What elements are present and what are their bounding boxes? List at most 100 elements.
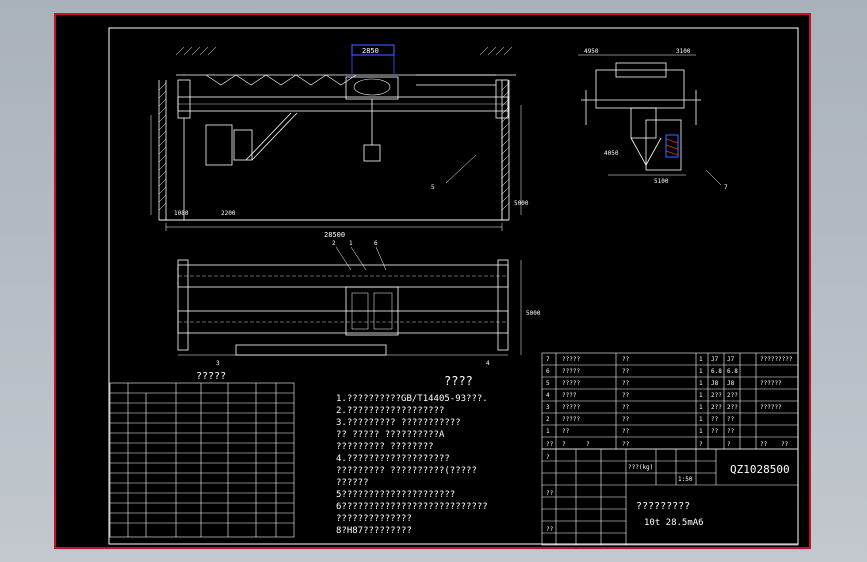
parts-list-cell: 2?? [727,404,738,411]
parts-list-header-cell: ?? [760,441,768,448]
note-line: 8?H87????????? [336,526,412,536]
note-line: ????????? ???????? [336,442,434,452]
parts-list-cell: 2?? [727,392,738,399]
plan-view [177,246,522,356]
note-line: ????????? ??????????(????? [336,466,477,476]
note-line: ?? ????? ??????????A [336,430,445,440]
parts-list-cell: J7 [727,356,735,363]
title-block [541,448,799,546]
parts-list-cell: ?? [622,428,630,435]
side-view [578,54,722,186]
parts-list-header-cell: ?? [622,441,630,448]
parts-list-cell: ?? [562,428,570,435]
label-part-7: 7 [724,184,728,191]
parts-list-cell: J8 [711,380,719,387]
parts-list-cell: 6.8 [727,368,738,375]
product-name: ????????? [636,501,690,512]
cad-drawing: 2850 28500 1080 2200 5000 5 4950 3100 40… [108,27,799,546]
parts-list-cell: ????? [562,404,580,411]
note-line: 1.??????????GB/T14405-93???. [336,394,488,404]
parts-list-cell: ?? [622,356,630,363]
label-part-1: 1 [349,240,353,247]
parts-list-cell: ?????? [760,404,782,411]
label-part-6: 6 [374,240,378,247]
dim-right-1: 5000 [514,200,529,207]
notes-heading: ???? [444,374,473,388]
parts-list-cell: 3 [546,404,550,411]
hoist-dimension-box [351,44,395,56]
parts-list-cell: ?? [711,428,719,435]
parts-list-cell: 5 [546,380,550,387]
note-line: ?????????????? [336,514,412,524]
spec-table [109,382,295,538]
weight-label: ???(kg) [628,464,653,471]
parts-list-cell: 2 [546,416,550,423]
parts-list-cell: 1 [699,368,703,375]
parts-list-header-cell: ? [562,441,566,448]
parts-list-cell: J7 [711,356,719,363]
parts-list-cell: ????? [562,380,580,387]
note-line: 4.??????????????????? [336,454,450,464]
label-part-3: 3 [216,360,220,367]
parts-list-header-cell: ?? [546,441,554,448]
note-line: 5????????????????????? [336,490,455,500]
side-dim-2: 5100 [654,178,669,185]
parts-list-cell: ?? [622,404,630,411]
parts-list-cell: ???? [562,392,577,399]
parts-list-cell: J8 [727,380,735,387]
parts-list-cell: ?? [622,416,630,423]
parts-list-cell: 1 [699,380,703,387]
note-line: 3.????????? ??????????? [336,418,461,428]
parts-list [541,352,799,450]
scale-text: 1:50 [678,476,693,483]
front-elevation [150,46,522,231]
parts-list-cell: 1 [546,428,550,435]
parts-list-cell: 1 [699,356,703,363]
parts-list-cell: ????? [562,356,580,363]
title-block-cell: ?? [546,490,554,497]
label-part-2: 2 [332,240,336,247]
parts-list-cell: ?? [727,416,735,423]
title-block-cell: ?? [546,526,554,533]
parts-list-cell: 2?? [711,404,722,411]
plan-dim-wheelbase: 5000 [526,310,541,317]
parts-list-cell: ?????? [760,380,782,387]
parts-list-cell: ?? [622,392,630,399]
parts-list-cell: ????? [562,368,580,375]
parts-list-cell: 1 [699,428,703,435]
parts-list-header-cell: ? [727,441,731,448]
note-line: 6??????????????????????????? [336,502,488,512]
dim-left-1: 1080 [174,210,189,217]
parts-list-cell: ?? [711,416,719,423]
side-dim-1: 4050 [604,150,619,157]
side-dim-w2: 3100 [676,48,691,55]
parts-list-header-cell: ? [586,441,590,448]
hoist-dimension-text: 2850 [362,47,379,55]
parts-list-cell: 6.8 [711,368,722,375]
drawing-sheet: 2850 28500 1080 2200 5000 5 4950 3100 40… [54,13,811,549]
inner-frame [108,27,799,545]
parts-list-cell: 2?? [711,392,722,399]
side-view-motor-highlight [665,134,679,158]
label-part-4: 4 [486,360,490,367]
parts-list-cell: ????????? [760,356,793,363]
note-line: ?????? [336,478,369,488]
parts-list-cell: 6 [546,368,550,375]
dim-left-2: 2200 [221,210,236,217]
parts-list-cell: 1 [699,416,703,423]
parts-list-cell: ?? [622,368,630,375]
title-block-cell: ? [546,454,550,461]
side-dim-w1: 4950 [584,48,599,55]
model-text: 10t 28.5mA6 [644,518,704,528]
parts-list-cell: 7 [546,356,550,363]
drawing-number: QZ1028500 [730,463,790,476]
notes: 1.??????????GB/T14405-93???. 2.?????????… [336,394,488,536]
note-line: 2.?????????????????? [336,406,444,416]
parts-list-cell: 4 [546,392,550,399]
parts-list-cell: ?? [727,428,735,435]
label-part-5: 5 [431,184,435,191]
parts-list-cell: 1 [699,392,703,399]
parts-list-cell: ?? [622,380,630,387]
parts-list-header-cell: ?? [781,441,789,448]
